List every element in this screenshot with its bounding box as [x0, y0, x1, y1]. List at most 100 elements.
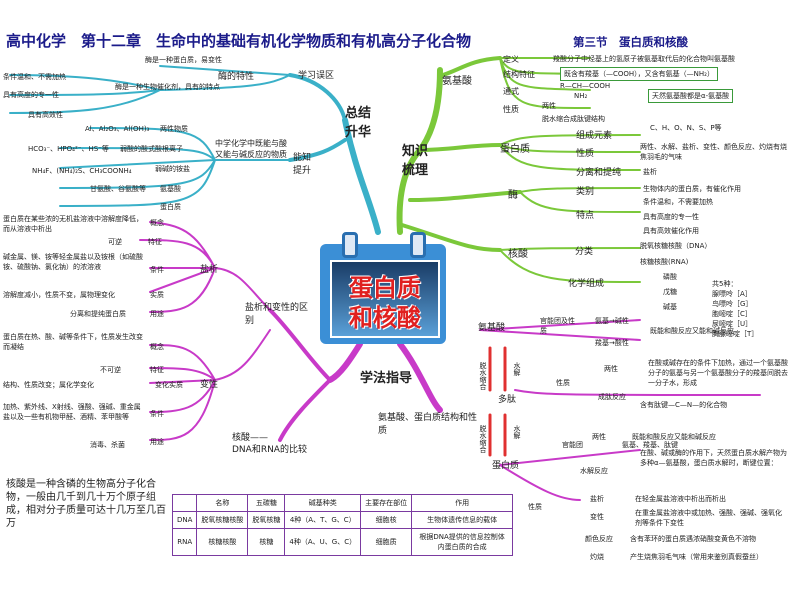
node-saltout: 盐析	[200, 265, 219, 275]
saltout-k-1: 特征	[148, 238, 162, 246]
binder-ring-icon	[410, 232, 426, 258]
amino-formula-key: 通式	[503, 87, 519, 96]
node-protein-2: 蛋白质	[492, 461, 520, 471]
saltout-k-0: 概念	[150, 219, 164, 227]
protein-sep-key: 分离和提纯	[576, 168, 622, 178]
amino-formula-val: R—CH—COOH	[560, 82, 611, 90]
amph-k-3: 氨基酸	[160, 185, 181, 193]
table-cell: RNA	[171, 528, 198, 556]
binder-ring-icon	[342, 232, 358, 258]
denat-k-3: 条件	[150, 410, 164, 418]
protein-elem-val: C、H、O、N、S、P等	[650, 124, 722, 132]
reaction-note: 既能和酸反应又能和碱反应	[650, 327, 734, 335]
branch-protein-sub	[499, 134, 641, 171]
nucleic-classify: 分类	[575, 247, 594, 257]
table-header-cell: 五碳糖	[247, 494, 286, 512]
page-title: 高中化学 第十二章 生命中的基础有机化学物质和有机高分子化合物	[6, 32, 472, 50]
node-amino: 氨基酸	[478, 323, 506, 333]
branch-ability	[288, 138, 347, 162]
saltout-v-2: 碱金属、镁、铵等轻金属盐以及铵根（如硫酸铵、硫酸钠、氯化钠）的浓溶液	[3, 253, 143, 271]
amph-k-1: 弱酸的酸式酸根离子	[120, 145, 183, 153]
branch-ability-sub	[59, 127, 291, 207]
branch-summary	[342, 117, 381, 235]
table-header-cell: 作用	[411, 494, 514, 512]
branch-label-knowledge: 知识 梳理	[402, 144, 429, 178]
saltout-k-4: 用途	[150, 310, 164, 318]
table-header-row: 名称 五碳糖 碱基种类 主要存在部位 作用	[171, 494, 514, 512]
table-cell: 4种（A、T、G、C）	[284, 511, 362, 529]
denat-v-2: 结构、性质改变；属化学变化	[3, 381, 94, 389]
hub-line1: 蛋白质	[349, 274, 421, 302]
denat-v-0: 蛋白质在热、酸、碱等条件下，性质发生改变而凝结	[3, 333, 143, 351]
branch-review	[288, 73, 347, 122]
amphoteric-label: 中学化学中既能与酸又能与碱反应的物质	[215, 139, 287, 159]
salting-label: 盐析	[590, 495, 604, 503]
arrow-label-hydrolyze: 水解	[513, 362, 521, 376]
fg-label: 官能团及性质	[540, 317, 575, 335]
salting-v: 在轻金属盐溶液中析出而析出	[635, 495, 726, 503]
denat-k-4: 用途	[150, 438, 164, 446]
dna-rna-table: 名称 五碳糖 碱基种类 主要存在部位 作用 DNA 脱氧核糖核酸 脱氧核糖 4种…	[171, 494, 514, 556]
amino-def-key: 定义	[503, 55, 519, 64]
base-list: 共5种： 腺嘌呤［A］ 鸟嘌呤［G］ 胞嘧啶［C］ 尿嘧啶［U］ 胸腺嘧啶［T］	[712, 280, 759, 338]
branch-method	[327, 341, 363, 383]
saltout-v-1: 可逆	[108, 238, 122, 246]
branch-amino	[438, 56, 502, 78]
branch-nucleic-sub	[499, 247, 641, 283]
saltout-k-3: 实质	[150, 291, 164, 299]
alpha-amino-note: 天然氨基酸都是α-氨基酸	[648, 89, 734, 103]
branch-enzyme-sub	[519, 187, 641, 213]
burn-label: 灼烧	[590, 553, 604, 561]
nucleic-class-rna: 核糖核酸(RNA)	[640, 258, 689, 266]
node-enzyme: 酶	[508, 190, 518, 201]
node-dna-main: 核酸—— DNA和RNA的比较	[232, 433, 307, 455]
nucleic-comp-pentose: 戊糖	[663, 288, 677, 296]
saltout-k-2: 条件	[150, 266, 164, 274]
p-fg-items: 氨基、羧基、肽键	[622, 441, 678, 449]
amph-v-3: 甘氨酸、谷氨酸等	[90, 185, 146, 193]
amino-struct-val: 既含有羧基（—COOH），又含有氨基（—NH₂）	[560, 67, 718, 81]
table-cell: 核糖核酸	[196, 528, 249, 556]
enzyme-note-2: 酶是一种生物催化剂，具有的特点	[115, 83, 220, 91]
burn-v: 产生烧焦羽毛气味（常用来鉴别真假蚕丝）	[630, 553, 763, 561]
table-cell: 生物体遗传信息的载体	[411, 511, 514, 529]
protein-prop-key: 性质	[576, 149, 595, 159]
amino-struct-key: 结构特征	[503, 70, 535, 79]
node-peptide: 多肽	[498, 395, 517, 405]
table-cell: 4种（A、U、G、C）	[284, 528, 362, 556]
protein-elem-key: 组成元素	[576, 131, 613, 141]
node-enzyme-prop: 酶的特性	[218, 72, 255, 82]
table-cell: 脱氧核糖	[247, 511, 286, 529]
nucleic-comp-base: 碱基	[663, 303, 677, 311]
nucleic-class-dna: 脱氧核糖核酸（DNA）	[640, 242, 712, 250]
arrow-label-condense2: 脱水缩合	[479, 425, 487, 453]
fg-item-0: 氨基→碱性	[595, 317, 629, 325]
dna-note-box	[0, 475, 170, 555]
node-struct-main: 氨基酸、蛋白质结构和性质	[378, 413, 478, 436]
color-label: 颜色反应	[585, 535, 613, 543]
p-fg: 官能团	[562, 441, 583, 449]
table-row: DNA 脱氧核糖核酸 脱氧核糖 4种（A、T、G、C） 细胞核 生物体遗传信息的…	[171, 511, 514, 529]
pp-prop: 性质	[556, 379, 570, 387]
branch-enzyme	[408, 190, 522, 202]
hub-line2: 和核酸	[349, 304, 421, 332]
denat-v: 在重金属盐溶液中或加热、强酸、强碱、强氧化剂等条件下变性	[635, 509, 782, 527]
arrow-label-hydrolyze2: 水解	[513, 425, 521, 439]
amino-def-val: 羧酸分子中烃基上的氢原子被氨基取代后的化合物叫氨基酸	[553, 55, 735, 63]
amino-prop-key: 性质	[503, 105, 519, 114]
peptide-note: 在酸或碱存在的条件下加热，通过一个氨基酸分子的氨基与另一个氨基酸分子的羧基间脱去…	[648, 359, 788, 387]
p-prop: 性质	[528, 503, 542, 511]
amph-k-4: 蛋白质	[160, 203, 181, 211]
node-amino-acid: 氨基酸	[442, 76, 472, 87]
amph-k-0: 两性物质	[160, 125, 188, 133]
enzyme-extra-2: 具有高效催化作用	[643, 227, 699, 235]
branch-denat-sub	[149, 329, 271, 441]
table-header-cell: 主要存在部位	[360, 494, 413, 512]
peptide-bond: 含有肽键—C—N—的化合物	[640, 401, 728, 409]
enzyme-feat-key: 特点	[576, 211, 595, 221]
table-cell: 脱氧核糖核酸	[196, 511, 249, 529]
p-amph-v: 既能和酸反应又能和碱反应	[632, 433, 716, 441]
table-header-cell	[171, 494, 198, 512]
protein-prop-val: 两性、水解、盐析、变性、颜色反应、灼烧有烧焦羽毛的气味	[640, 143, 787, 161]
